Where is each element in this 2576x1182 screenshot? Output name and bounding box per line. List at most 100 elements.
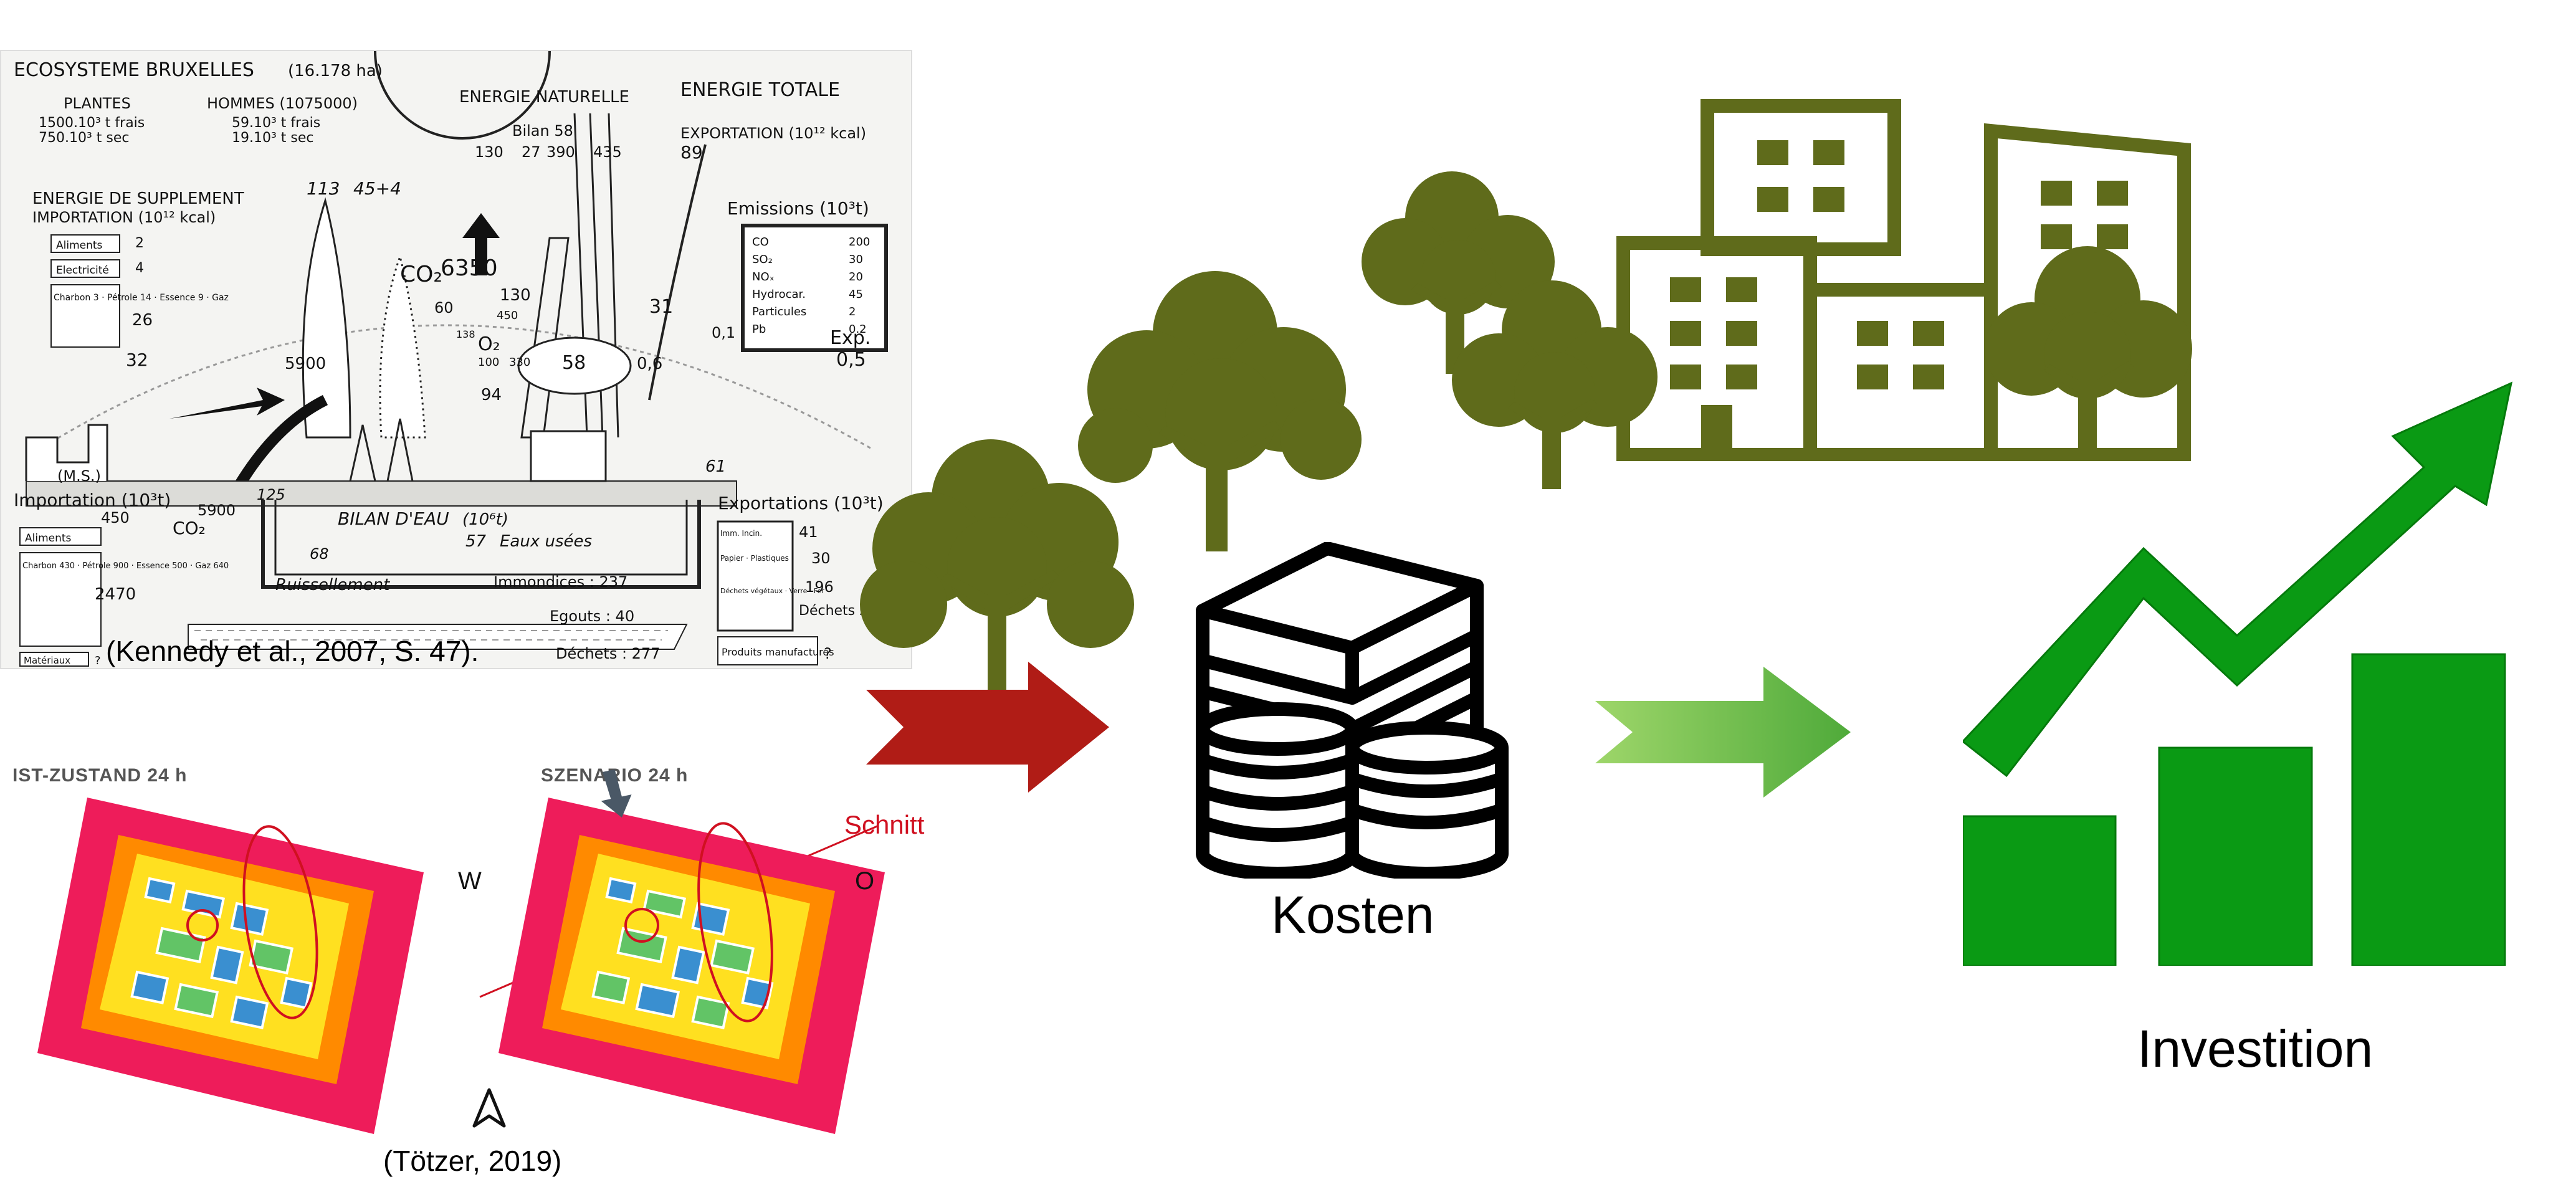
map-left-label: IST-ZUSTAND 24 h	[12, 765, 188, 786]
eco-emission-name: NOₓ	[752, 270, 775, 284]
eco-emissions-head: Emissions (10³t)	[727, 198, 869, 219]
eco-fig: 57	[465, 532, 487, 551]
section-label: Schnitt	[844, 810, 925, 839]
eco-fig: 5900	[285, 355, 326, 373]
east-label: O	[855, 867, 875, 895]
eco-export-item-val: 41	[799, 523, 818, 541]
eco-export-head: EXPORTATION (10¹² kcal)	[680, 125, 866, 142]
eco-runoff: Ruissellement	[275, 576, 390, 594]
eco-exports-head: Exportations (10³t)	[718, 493, 884, 513]
eco-exp-val: 0,5	[836, 349, 866, 371]
eco-import-item-label: Aliments	[56, 239, 103, 252]
eco-co2-small: CO₂	[173, 518, 206, 538]
eco-fig: 68	[310, 545, 329, 563]
eco-emission-val: 30	[849, 253, 863, 266]
eco-import-item-label: Electricité	[56, 264, 109, 277]
eco-exp-label: Exp.	[830, 327, 871, 349]
eco-o2-label: O₂	[478, 333, 500, 355]
ecosystem-diagram: ECOSYSTEME BRUXELLES (16.178 ha) PLANTES…	[0, 50, 912, 669]
toetzer-caption: (Tötzer, 2019)	[383, 1145, 562, 1177]
eco-import-items: Aliments 2 Electricité 4 Charbon 3 · Pét…	[50, 234, 229, 348]
eco-emission-val: 200	[849, 236, 870, 249]
investment-label: Investition	[2137, 1019, 2373, 1078]
eco-fig: 100	[478, 356, 499, 369]
eco-fig: 330	[509, 356, 530, 369]
eco-fig: 138	[456, 328, 475, 340]
eco-emission-val: 45	[849, 288, 863, 301]
eco-fig: 58	[562, 352, 586, 374]
heatmap-ist-zustand	[37, 798, 424, 1134]
eco-fig: 31	[649, 296, 673, 318]
eco-supp-head: ENERGIE DE SUPPLEMENT	[32, 189, 244, 208]
eco-emission-name: Hydrocar.	[752, 288, 806, 301]
eco-export-item-label: Déchets végétaux · Verre · Fer	[720, 587, 824, 595]
eco-emission-val: 0.2	[849, 323, 867, 336]
eco-emission-val: 20	[849, 270, 863, 284]
eco-export-item-val: 30	[811, 550, 831, 567]
heatmap-szenario	[479, 798, 885, 1134]
eco-exports-items: Imm. Incin. 41 Papier · Plastiques 30 Dé…	[720, 523, 834, 596]
eco-import-item-label: Charbon 3 · Pétrole 14 · Essence 9 · Gaz	[54, 293, 229, 303]
eco-import-ms-head: Importation (10³t)	[14, 490, 171, 510]
eco-emission-name: Particules	[752, 305, 806, 318]
eco-export-item-label: Papier · Plastiques	[720, 554, 789, 563]
eco-fig: 61	[705, 457, 726, 476]
north-arrow-icon	[472, 1088, 506, 1128]
eco-fig: 113	[307, 178, 340, 199]
eco-garbage: Immondices : 237	[494, 573, 627, 591]
growth-chart-icon	[1963, 381, 2513, 966]
eco-ms-items: Aliments 450 Charbon 430 · Pétrole 900 ·…	[19, 509, 229, 667]
eco-import-item-val: 2	[135, 236, 144, 251]
wind-arrow-icon	[601, 770, 632, 818]
eco-import-item-val: 4	[135, 260, 144, 276]
eco-water-head: BILAN D'EAU	[338, 508, 449, 529]
eco-nat-energy: ENERGIE NATURELLE	[459, 88, 629, 107]
eco-ms-item-label: Charbon 430 · Pétrole 900 · Essence 500 …	[22, 561, 229, 571]
eco-ms-item-val: 2470	[95, 585, 136, 604]
eco-wastewater: Eaux usées	[500, 532, 592, 551]
eco-humans-fresh: 59.10³ t frais	[232, 115, 320, 131]
eco-fig: 130	[475, 143, 503, 161]
eco-fig: 435	[593, 143, 622, 161]
eco-emission-name: Pb	[752, 323, 766, 336]
eco-ms-item-val: ?	[95, 654, 101, 667]
green-arrow-icon	[1595, 667, 1851, 798]
kennedy-caption: (Kennedy et al., 2007, S. 47).	[106, 635, 479, 667]
tree-icon	[860, 439, 1134, 698]
eco-humans-dry: 19.10³ t sec	[232, 130, 314, 146]
eco-emission-val: 2	[849, 305, 856, 318]
eco-products-val: ?	[824, 645, 832, 662]
eco-plants-fresh: 1500.10³ t frais	[39, 115, 145, 131]
tree-icon	[1078, 271, 1362, 551]
eco-import-head: IMPORTATION (10¹² kcal)	[32, 209, 216, 226]
eco-export-item-label: Imm. Incin.	[720, 529, 762, 538]
eco-fig: 130	[500, 286, 531, 305]
office-buildings-icon	[1616, 99, 2192, 461]
eco-fig: 125	[257, 486, 285, 503]
eco-bilan: Bilan 58	[512, 122, 573, 140]
money-stack-icon	[1196, 542, 1509, 879]
eco-plants-head: PLANTES	[64, 95, 131, 112]
eco-area: (16.178 ha)	[288, 62, 383, 80]
red-arrow-icon	[866, 662, 1109, 793]
eco-fig: 60	[434, 299, 454, 317]
eco-fig: 27	[522, 143, 541, 161]
eco-products: Produits manufacturés	[722, 646, 834, 658]
eco-export-val: 89	[680, 142, 703, 163]
eco-import-item-val: 26	[132, 311, 153, 330]
eco-fig: 94	[481, 386, 502, 404]
eco-title: ECOSYSTEME BRUXELLES	[14, 59, 254, 81]
eco-ms-item-label: Matériaux	[24, 655, 70, 666]
eco-ms-item-val: 450	[101, 509, 130, 527]
eco-water-unit: (10⁶t)	[462, 510, 508, 529]
eco-emission-name: SO₂	[752, 253, 773, 266]
eco-export-item-val: 196	[805, 578, 834, 596]
eco-sewers: Egouts : 40	[550, 608, 634, 625]
eco-waste: Déchets : 277	[556, 645, 660, 662]
tree-icon	[1452, 280, 1658, 489]
eco-co2-val: 6350	[441, 255, 498, 281]
eco-total-energy: ENERGIE TOTALE	[680, 79, 840, 101]
eco-fig: 0,6	[637, 355, 662, 373]
eco-fig: 390	[546, 143, 575, 161]
